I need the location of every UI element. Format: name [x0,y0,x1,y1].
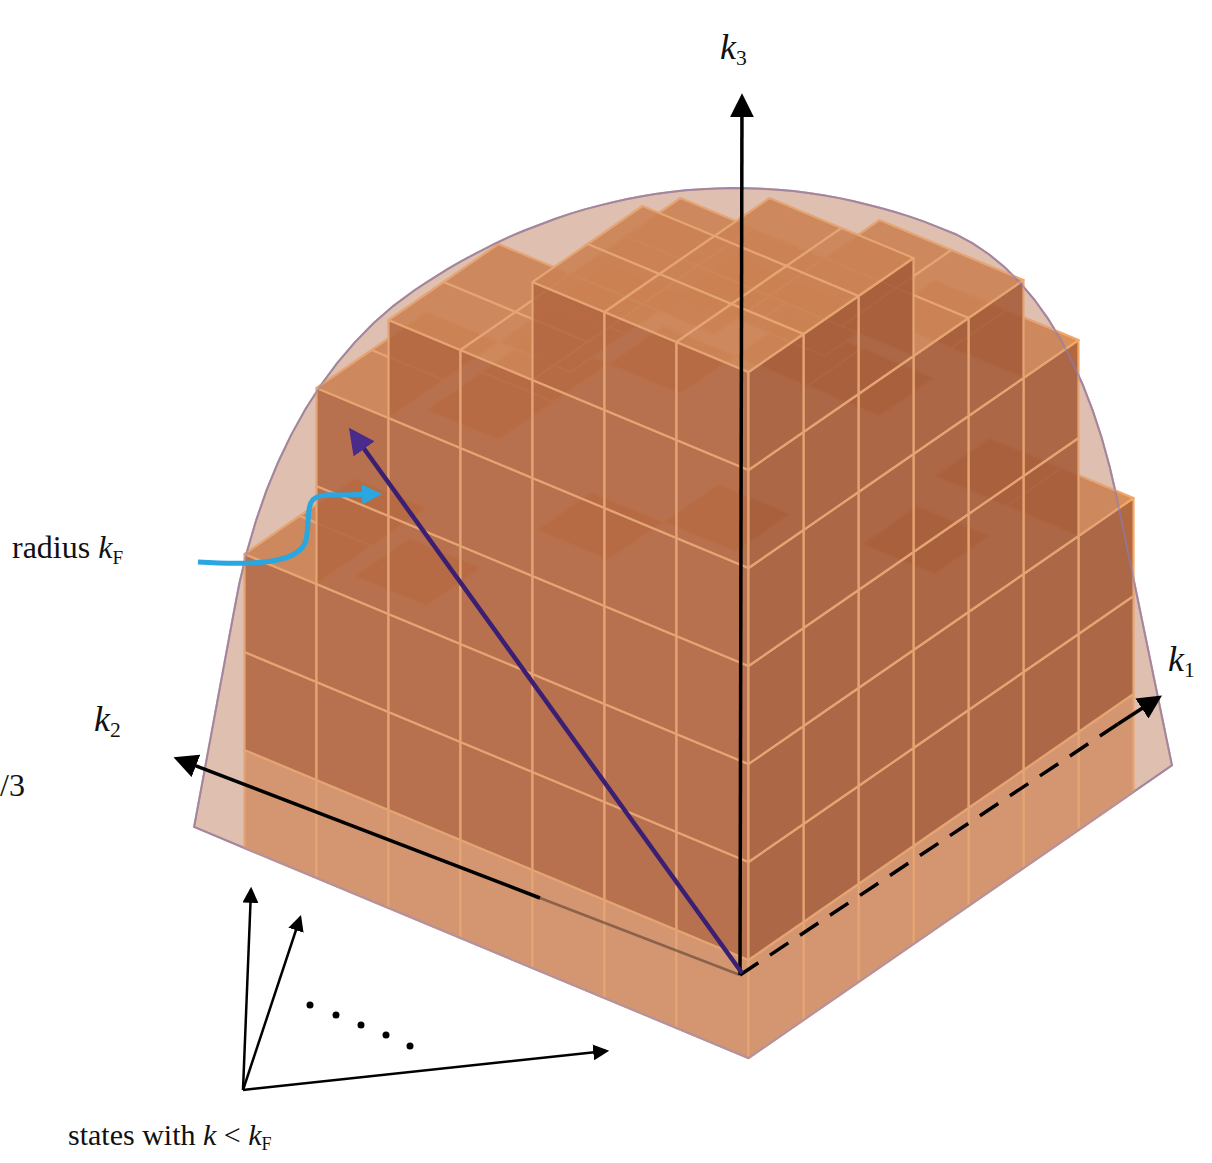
caption-note: states with k < kF [68,1118,272,1151]
radius-vector [352,432,742,973]
sphere-shell [194,188,1172,1058]
k2-axis [178,759,540,898]
axis-label: k3 [720,28,747,68]
k3-axis [740,98,742,975]
axis-label: k2 [94,700,121,740]
ellipsis-dot [333,1012,340,1019]
cut-text: /3 [0,768,25,803]
ellipsis-dot [407,1043,414,1050]
k1-axis [1118,698,1158,724]
ellipsis-dot [307,1002,314,1009]
axis-label: k1 [1168,640,1195,680]
state-arrow [243,1051,606,1090]
sphere-surface [194,188,1172,1058]
callout-label: radius kF [12,530,123,565]
state-arrow [243,918,300,1090]
sphere-shell [194,188,1172,1058]
sphere-surface [194,188,1172,1058]
axes [178,98,1158,975]
callout-arrow [198,494,378,563]
state-arrow [243,890,251,1090]
state-arrows [243,890,606,1090]
ellipsis-dot [383,1032,390,1039]
ellipsis-dot [358,1022,365,1029]
k1-axis-inner [740,724,1118,975]
k2-axis-inner [540,898,740,975]
